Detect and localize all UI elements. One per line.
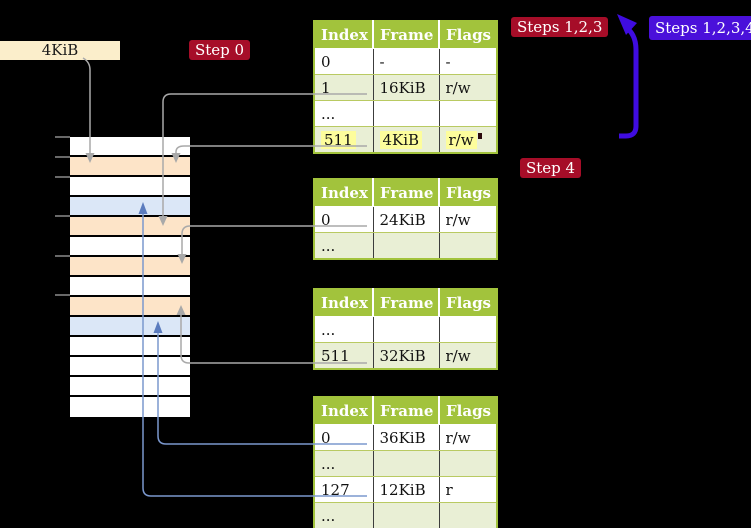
- cell: r/w: [439, 342, 497, 369]
- cell: r/w: [439, 424, 497, 451]
- frame-size-label: 4KiB: [0, 41, 120, 60]
- memory-row: [70, 377, 190, 397]
- cell: [373, 316, 440, 343]
- table-row: 0 - -: [314, 48, 497, 75]
- highlighted-value: 4KiB: [379, 130, 423, 149]
- memory-row: [70, 177, 190, 197]
- column-header: Flags: [439, 397, 497, 425]
- column-header: Index: [314, 397, 374, 425]
- page-table-2: Index Frame Flags 0 24KiB r/w ...: [313, 178, 498, 260]
- memory-row: [70, 197, 190, 217]
- column-header: Flags: [439, 289, 497, 317]
- table-row: 0 24KiB r/w: [314, 206, 497, 233]
- cell: [373, 502, 440, 528]
- memory-row: [70, 137, 190, 157]
- memory-row: [70, 317, 190, 337]
- highlighted-value: 511: [321, 130, 356, 149]
- table-header-row: Index Frame Flags: [314, 397, 497, 425]
- cell: [439, 232, 497, 259]
- memory-row: [70, 357, 190, 377]
- table-header-row: Index Frame Flags: [314, 21, 497, 49]
- column-header: Frame: [373, 21, 440, 49]
- cell: 511: [314, 126, 374, 153]
- cell: 36KiB: [373, 424, 440, 451]
- page-table-4: Index Frame Flags 0 36KiB r/w ... 127 12…: [313, 396, 498, 528]
- cell: 127: [314, 476, 374, 503]
- cell: ...: [314, 232, 374, 259]
- cell: ...: [314, 502, 374, 528]
- table-header-row: Index Frame Flags: [314, 179, 497, 207]
- table-row: ...: [314, 502, 497, 528]
- table-row: 0 36KiB r/w: [314, 424, 497, 451]
- column-header: Frame: [373, 397, 440, 425]
- cell: r/w: [439, 74, 497, 101]
- cell: r/w: [439, 126, 497, 153]
- cell: 32KiB: [373, 342, 440, 369]
- table-row-highlighted: 511 4KiB r/w: [314, 126, 497, 153]
- cell: 16KiB: [373, 74, 440, 101]
- cell: r: [439, 476, 497, 503]
- page-table-1: Index Frame Flags 0 - - 1 16KiB r/w ... …: [313, 20, 498, 154]
- memory-row: [70, 397, 190, 417]
- cell: r/w: [439, 206, 497, 233]
- memory-strip: [70, 137, 190, 417]
- cell: 1: [314, 74, 374, 101]
- steps-1-2-3-4-badge: Steps 1,2,3,4: [649, 16, 751, 40]
- table-row: 511 32KiB r/w: [314, 342, 497, 369]
- cell: [373, 100, 440, 127]
- column-header: Frame: [373, 179, 440, 207]
- table-row: 1 16KiB r/w: [314, 74, 497, 101]
- highlighted-value: r/w: [445, 130, 477, 149]
- memory-row: [70, 157, 190, 177]
- column-header: Flags: [439, 21, 497, 49]
- cell: [439, 316, 497, 343]
- step-0-badge: Step 0: [189, 40, 251, 60]
- cell: 0: [314, 48, 374, 75]
- column-header: Flags: [439, 179, 497, 207]
- table-row: 127 12KiB r: [314, 476, 497, 503]
- table-header-row: Index Frame Flags: [314, 289, 497, 317]
- page-table-3: Index Frame Flags ... 511 32KiB r/w: [313, 288, 498, 370]
- cell: [439, 450, 497, 477]
- cell: -: [439, 48, 497, 75]
- table-row: ...: [314, 450, 497, 477]
- cell: 24KiB: [373, 206, 440, 233]
- table-row: ...: [314, 232, 497, 259]
- column-header: Index: [314, 289, 374, 317]
- memory-ticks: [55, 136, 70, 296]
- memory-row: [70, 297, 190, 317]
- steps-1-2-3-badge: Steps 1,2,3: [511, 17, 609, 37]
- cell: -: [373, 48, 440, 75]
- table-row: ...: [314, 316, 497, 343]
- cell: 511: [314, 342, 374, 369]
- column-header: Index: [314, 21, 374, 49]
- cell: [373, 450, 440, 477]
- memory-row: [70, 217, 190, 237]
- cell: ...: [314, 450, 374, 477]
- memory-row: [70, 237, 190, 257]
- memory-row: [70, 337, 190, 357]
- cell: 4KiB: [373, 126, 440, 153]
- column-header: Index: [314, 179, 374, 207]
- cell: 12KiB: [373, 476, 440, 503]
- column-header: Frame: [373, 289, 440, 317]
- cell: 0: [314, 206, 374, 233]
- cell: ...: [314, 100, 374, 127]
- recursive-loop-arrow: [617, 14, 639, 139]
- cell: 0: [314, 424, 374, 451]
- cell: [373, 232, 440, 259]
- memory-row: [70, 277, 190, 297]
- step-4-badge: Step 4: [520, 158, 582, 178]
- cell: ...: [314, 316, 374, 343]
- table-row: ...: [314, 100, 497, 127]
- cell: [439, 502, 497, 528]
- memory-row: [70, 257, 190, 277]
- cell: [439, 100, 497, 127]
